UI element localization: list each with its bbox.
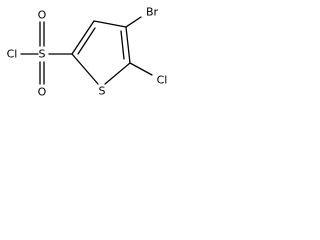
bond-c2-c3 (71, 20, 95, 55)
atom-bromine: Br (146, 6, 159, 19)
atom-chlorine-sulfonyl: Cl (7, 48, 18, 61)
bond-c5-cl (129, 62, 153, 76)
chemical-structure: Cl S O O S Br Cl (7, 6, 168, 99)
atom-oxygen-bottom: O (38, 86, 47, 99)
bonds (20, 16, 153, 85)
atom-chlorine-ring: Cl (157, 74, 168, 87)
bond-c3-c4 (93, 20, 127, 28)
atom-sulfur-sulfonyl: S (39, 48, 46, 61)
bond-c2-s1 (71, 53, 99, 85)
bond-c4-br (125, 16, 142, 28)
bond-c4-c5-inner (120, 30, 125, 60)
bond-c4-c5 (125, 26, 131, 64)
bond-c2-c3-inner (77, 27, 96, 55)
bond-c5-s1 (104, 62, 131, 85)
atom-labels: Cl S O O S Br Cl (7, 6, 168, 99)
atom-sulfur-ring: S (99, 85, 106, 98)
atom-oxygen-top: O (38, 9, 47, 22)
